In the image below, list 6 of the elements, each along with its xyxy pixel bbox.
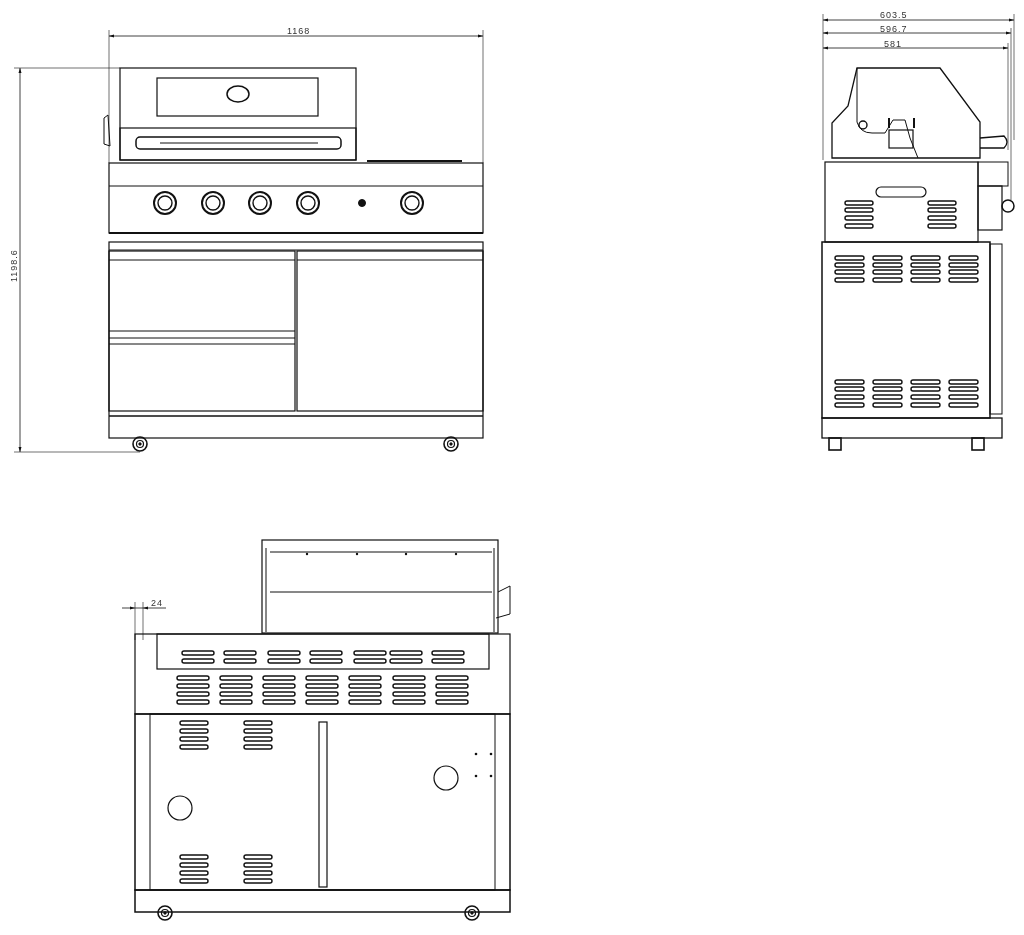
dimension-label: 581	[884, 39, 903, 49]
dimension-label: 1168	[287, 26, 311, 36]
dimension-label: 1198.6	[9, 249, 19, 282]
dimension-label: 603.5	[880, 10, 908, 20]
dimension-label: 24	[151, 598, 163, 608]
dimension-label: 596.7	[880, 24, 908, 34]
